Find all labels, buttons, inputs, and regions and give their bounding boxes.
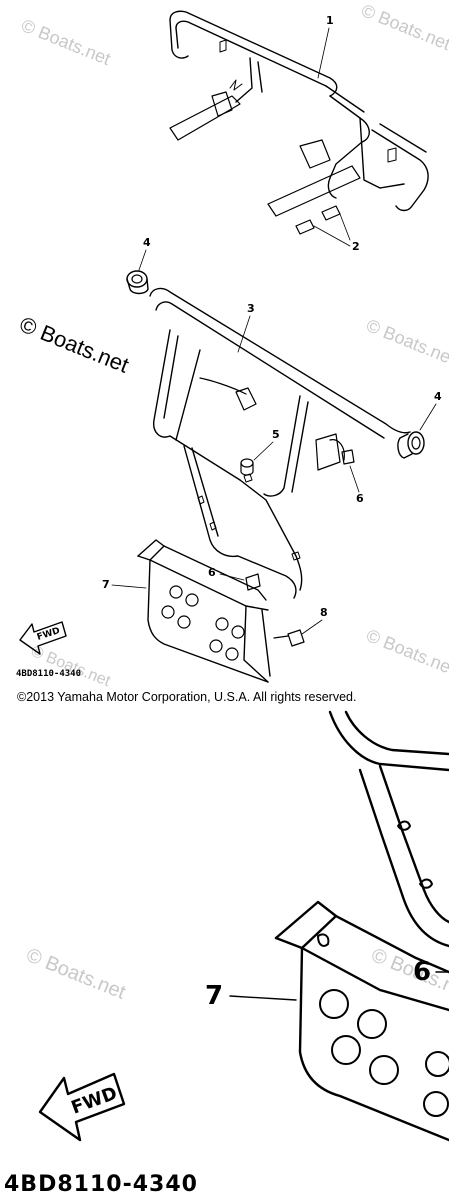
part-code-large: 4BD8110-4340 xyxy=(4,1172,198,1197)
callout-1: 1 xyxy=(326,14,334,27)
leader-line-8 xyxy=(301,619,323,635)
leader-line-6-left xyxy=(219,573,245,581)
callout-4: 4 xyxy=(143,236,151,249)
watermark-layer: © Boats.net © Boats.net © Boats.net © Bo… xyxy=(16,0,449,1004)
zoomed-frame-detail xyxy=(328,710,449,948)
leader-line-4 xyxy=(138,249,147,271)
grommet-left xyxy=(126,270,149,295)
front-guard-upper xyxy=(169,10,429,217)
leader-line-6-right xyxy=(349,465,360,493)
watermark-text: © Boats.net xyxy=(19,15,114,69)
watermark-text: © Boats.net xyxy=(364,625,449,679)
bolt-part-6-right xyxy=(341,449,355,465)
callout-5: 5 xyxy=(272,428,280,441)
leader-line-3 xyxy=(237,315,251,353)
leader-line-1 xyxy=(317,27,330,79)
part-code-small: 4BD8110-4340 xyxy=(16,669,81,679)
watermark-text-dark: © Boats.net xyxy=(16,311,132,377)
skid-plate-small xyxy=(137,539,271,683)
watermark-text: © Boats.net xyxy=(359,0,449,54)
callout-7-zoomed: 7 xyxy=(205,981,223,1011)
front-guard-lower xyxy=(149,287,411,599)
callout-6-left: 6 xyxy=(208,566,216,579)
callout-3: 3 xyxy=(247,302,255,315)
callout-4-right: 4 xyxy=(434,390,442,403)
callout-7: 7 xyxy=(102,578,110,591)
fwd-arrow-large: FWD xyxy=(38,1072,126,1142)
grommet-right xyxy=(397,431,425,459)
fwd-label-small: FWD xyxy=(36,626,61,643)
callout-8: 8 xyxy=(320,606,328,619)
skid-plate-zoomed xyxy=(274,900,449,1142)
watermark-text: © Boats.net xyxy=(29,643,114,690)
bolt-part-8 xyxy=(273,629,305,647)
callout-2: 2 xyxy=(352,240,360,253)
watermark-text: © Boats.net xyxy=(364,315,449,369)
leader-line-7 xyxy=(111,584,147,589)
bolts-part-2 xyxy=(295,205,351,247)
copyright-notice: ©2013 Yamaha Motor Corporation, U.S.A. A… xyxy=(17,690,356,704)
fwd-label-large: FWD xyxy=(69,1083,120,1119)
watermark-text: © Boats.net xyxy=(23,944,129,1004)
leader-line-7-zoomed xyxy=(229,995,297,1001)
callout-6-right: 6 xyxy=(356,492,364,505)
collar-part-5 xyxy=(240,458,254,476)
leader-line-4-right xyxy=(419,403,437,431)
bolt-part-6-left xyxy=(245,573,261,591)
callout-6-zoomed: 6 xyxy=(413,957,431,987)
leader-line-5 xyxy=(253,441,274,461)
